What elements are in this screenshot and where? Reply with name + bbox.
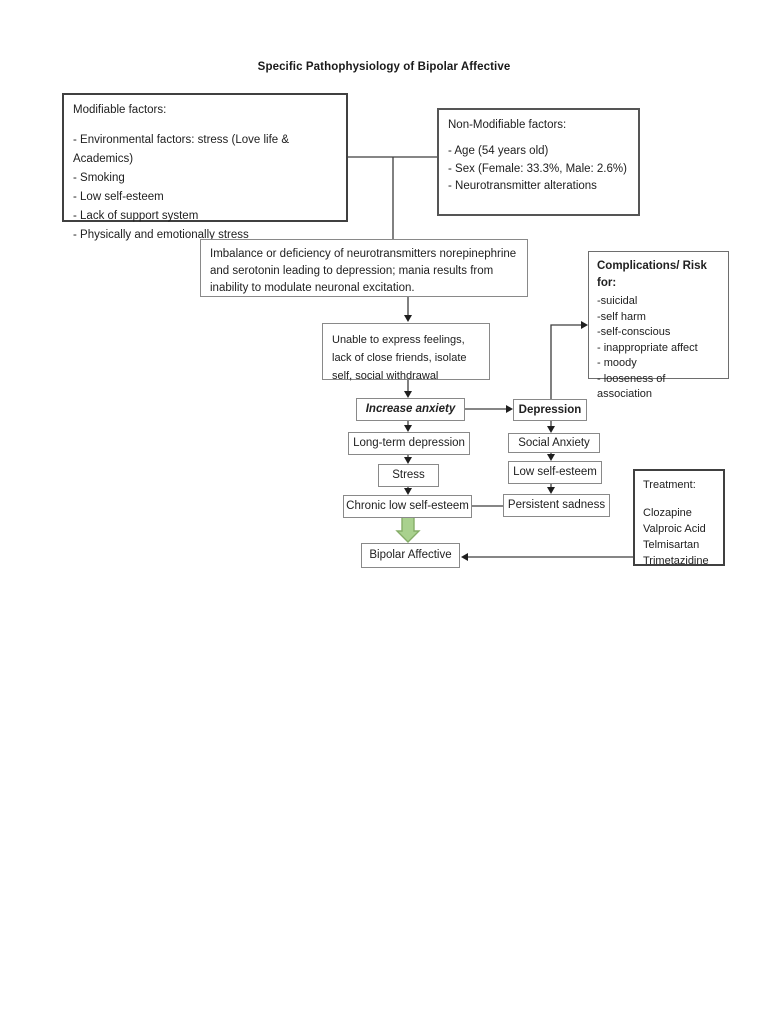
modifiable-factor-item: - Environmental factors: stress (Love li…: [73, 134, 290, 165]
complication-item: - moody: [597, 357, 637, 369]
treatment-box: Treatment: Clozapine Valproic Acid Telmi…: [633, 469, 725, 567]
arrowhead-down-icon: [404, 425, 412, 432]
complication-item: -self harm: [597, 310, 646, 323]
arrowhead-down-icon: [404, 391, 412, 398]
modifiable-factors-heading: Modifiable factors:: [73, 104, 167, 116]
modifiable-factor-item: - Low self-esteem: [73, 191, 164, 203]
non-modifiable-factor-item: - Neurotransmitter alterations: [448, 180, 597, 192]
node-bipolar-affective: Bipolar Affective: [361, 543, 460, 568]
arrowhead-down-icon: [404, 488, 412, 495]
node-label: Increase anxiety: [365, 403, 456, 415]
complication-item: - inappropriate affect: [597, 341, 698, 354]
treatment-heading: Treatment:: [643, 479, 696, 491]
arrowhead-down-icon: [547, 487, 555, 494]
non-modifiable-factor-item: - Age (54 years old): [448, 145, 549, 157]
non-modifiable-factor-item: - Sex (Female: 33.3%, Male: 2.6%): [448, 162, 627, 175]
node-depression: Depression: [513, 399, 587, 421]
complication-item: -self-conscious: [597, 326, 671, 338]
social-withdrawal-box: Unable to express feelings, lack of clos…: [322, 323, 490, 382]
node-social-anxiety: Social Anxiety: [508, 433, 600, 453]
treatment-item: Trimetazidine: [643, 555, 709, 567]
treatment-item: Clozapine: [643, 507, 692, 519]
node-label: Chronic low self-esteem: [346, 500, 469, 512]
imbalance-description-box: Imbalance or deficiency of neurotransmit…: [200, 239, 528, 297]
arrowhead-down-icon: [547, 426, 555, 433]
node-label: Bipolar Affective: [369, 549, 452, 561]
green-block-arrow-icon: [395, 516, 421, 543]
complication-item: -suicidal: [597, 295, 638, 307]
arrowhead-right-icon: [506, 405, 513, 413]
arrowhead-down-icon: [404, 315, 412, 322]
node-low-self-esteem: Low self-esteem: [508, 461, 602, 484]
complication-item: - looseness of association: [597, 372, 666, 401]
modifiable-factor-item: - Smoking: [73, 172, 125, 184]
arrowhead-down-icon: [404, 457, 412, 464]
non-modifiable-factors-box: Non-Modifiable factors: - Age (54 years …: [437, 108, 640, 216]
arrowhead-left-icon: [461, 553, 468, 561]
node-increase-anxiety: Increase anxiety: [356, 398, 465, 421]
non-modifiable-factors-heading: Non-Modifiable factors:: [448, 119, 567, 131]
treatment-item: Valproic Acid: [643, 523, 706, 535]
node-label: Long-term depression: [353, 437, 465, 449]
node-label: Stress: [392, 469, 425, 481]
social-withdrawal-text: Unable to express feelings, lack of clos…: [332, 334, 467, 382]
connector-depression-to-complications: [550, 324, 581, 399]
modifiable-factors-box: Modifiable factors: - Environmental fact…: [62, 93, 348, 241]
node-persistent-sadness: Persistent sadness: [503, 494, 610, 517]
modifiable-factor-item: - Lack of support system: [73, 210, 199, 222]
arrowhead-down-icon: [547, 454, 555, 461]
node-label: Social Anxiety: [518, 436, 590, 449]
complications-risk-box: Complications/ Risk for: -suicidal -self…: [588, 251, 729, 400]
treatment-item: Telmisartan: [643, 539, 700, 551]
complications-heading: Complications/ Risk for:: [597, 260, 707, 289]
node-label: Low self-esteem: [513, 466, 597, 478]
node-long-term-depression: Long-term depression: [348, 432, 470, 455]
imbalance-description-text: Imbalance or deficiency of neurotransmit…: [210, 248, 517, 294]
modifiable-factor-item: - Physically and emotionally stress: [73, 229, 249, 241]
node-stress: Stress: [378, 464, 439, 487]
node-label: Persistent sadness: [507, 499, 606, 511]
node-label: Depression: [518, 403, 582, 416]
node-chronic-low-self-esteem: Chronic low self-esteem: [343, 495, 472, 518]
page-title: Specific Pathophysiology of Bipolar Affe…: [257, 61, 511, 73]
arrowhead-right-icon: [581, 321, 588, 329]
